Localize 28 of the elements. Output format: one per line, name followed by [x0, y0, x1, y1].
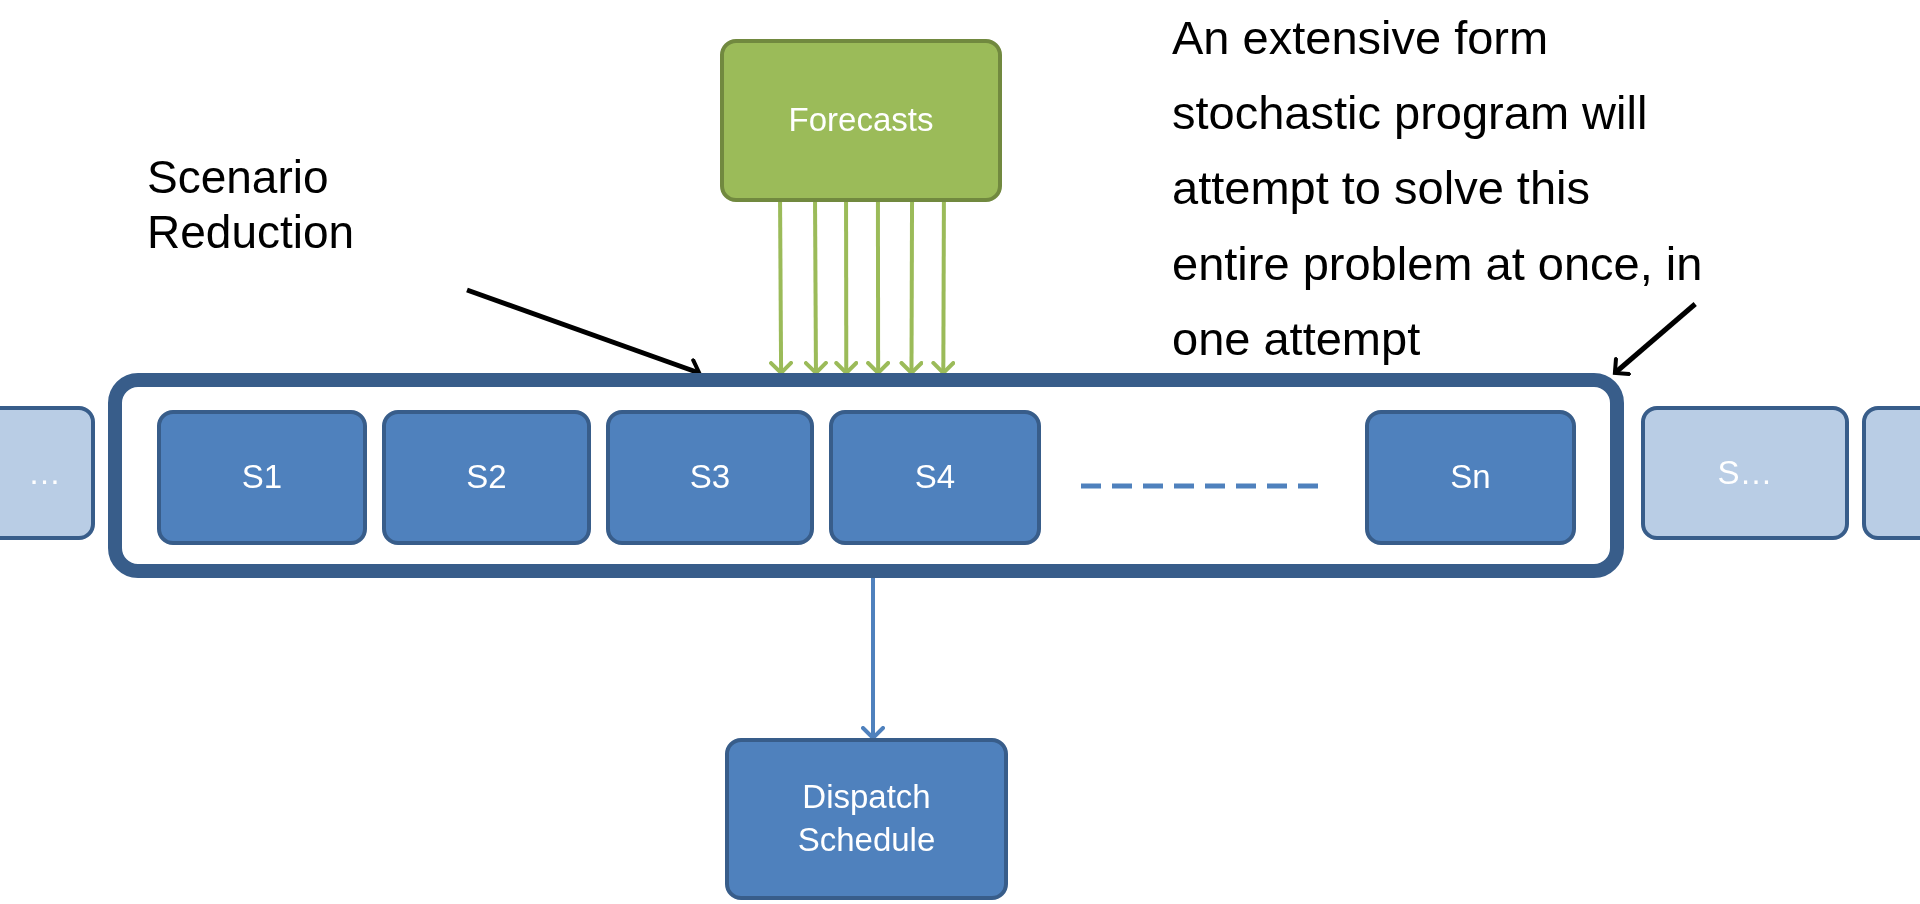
box-label: S3 — [689, 457, 731, 498]
scenario-box — [1641, 406, 1849, 540]
scenario-box — [1365, 410, 1576, 545]
box-label: Dispatch Schedule — [796, 777, 937, 860]
box-label: S1 — [241, 457, 283, 498]
annotation-text: An extensive form stochastic program will attempt to solve this entire problem at once, in one attempt — [1172, 0, 1717, 380]
annotation-text: Scenario Reduction — [147, 150, 467, 290]
arrow — [866, 202, 891, 375]
scenario-box — [157, 410, 367, 545]
scenario-box — [382, 410, 591, 545]
box-label: Sn — [1450, 457, 1491, 498]
arrow — [769, 202, 794, 375]
arrow — [1612, 302, 1697, 377]
arrow — [861, 578, 885, 740]
arrow — [834, 202, 859, 375]
scenario-group-frame — [108, 373, 1624, 578]
box-label: S… — [1717, 452, 1773, 493]
box-label: … — [28, 452, 61, 493]
scenario-box — [829, 410, 1041, 545]
arrow — [899, 202, 924, 375]
box-label: S4 — [914, 457, 956, 498]
arrow — [803, 202, 828, 375]
box-label: S2 — [466, 457, 507, 498]
scenario-box — [606, 410, 814, 545]
arrow — [931, 202, 956, 375]
output-box — [725, 738, 1008, 900]
forecast-box — [720, 39, 1002, 202]
box-label: Forecasts — [788, 100, 934, 141]
